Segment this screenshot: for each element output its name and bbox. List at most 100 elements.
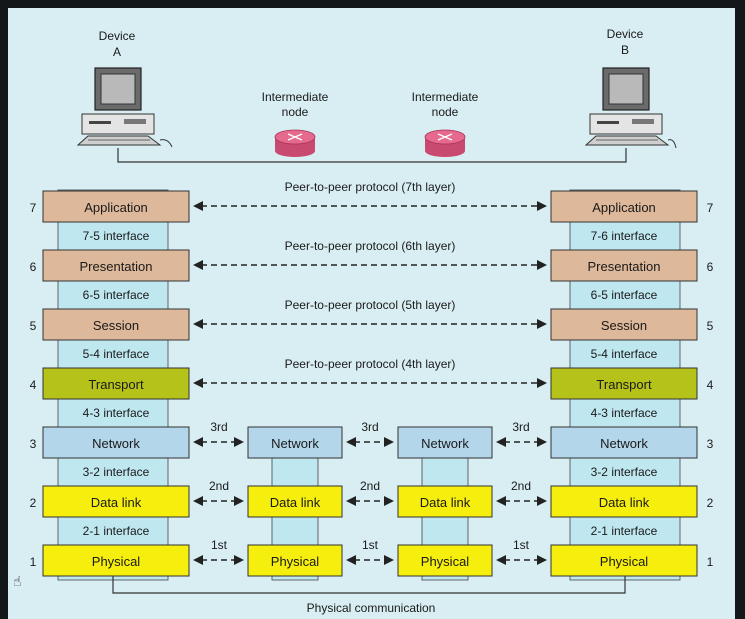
layer-label-datalink-b: Data link: [599, 495, 650, 510]
layer-label-network-node2: Network: [421, 436, 469, 451]
layer-number-4-right: 4: [707, 378, 714, 392]
interface-label-5-b: 5-4 interface: [591, 347, 658, 361]
device-a-stack: Application 7-5 interface Presentation 6…: [42, 190, 190, 577]
hop-arrow-datalink-1: [193, 496, 244, 506]
intermediate-node-1-line1: Intermediate: [262, 90, 329, 104]
intermediate-node-1-line2: node: [282, 105, 309, 119]
layer-numbers-left: 7 6 5 4 3 2 1: [30, 201, 37, 569]
hop-arrow-physical-2: [346, 555, 394, 565]
layer-label-physical-a: Physical: [92, 554, 141, 569]
hop-arrow-physical-3: [496, 555, 547, 565]
layer-box-datalink-node2: [397, 485, 493, 518]
layer-box-network-node2: [397, 426, 493, 459]
hop-label-network-2: 3rd: [361, 420, 378, 434]
layer-box-application-b: [550, 190, 698, 223]
layer-label-application-a: Application: [84, 200, 148, 215]
hop-label-network-3: 3rd: [512, 420, 529, 434]
layer-number-5-right: 5: [707, 319, 714, 333]
interface-label-2-a: 2-1 interface: [83, 524, 150, 538]
peer-protocol-arrow-5: [193, 319, 547, 329]
hop-arrow-network-2: [346, 437, 394, 447]
interface-label-7-a: 7-5 interface: [83, 229, 150, 243]
peer-protocol-arrow-4: [193, 378, 547, 388]
layer-box-transport-a: [42, 367, 190, 400]
layer-label-datalink-a: Data link: [91, 495, 142, 510]
peer-protocol-arrow-6: [193, 260, 547, 270]
peer-protocol-label-6: Peer-to-peer protocol (6th layer): [285, 239, 456, 253]
layer-box-session-b: [550, 308, 698, 341]
hop-label-datalink-1: 2nd: [209, 479, 229, 493]
device-b-computer-icon: [584, 67, 677, 149]
layer-number-3-left: 3: [30, 437, 37, 451]
hop-arrow-physical-1: [193, 555, 244, 565]
layer-label-presentation-a: Presentation: [80, 259, 153, 274]
layer-label-network-b: Network: [600, 436, 648, 451]
layer-box-physical-a: [42, 544, 190, 577]
interface-label-4-b: 4-3 interface: [591, 406, 658, 420]
layer-label-datalink-node2: Data link: [420, 495, 471, 510]
layer-box-transport-b: [550, 367, 698, 400]
hop-label-physical-1: 1st: [211, 538, 228, 552]
layer-label-physical-node2: Physical: [421, 554, 470, 569]
interface-label-7-b: 7-6 interface: [591, 229, 658, 243]
device-b-id: B: [621, 43, 629, 57]
device-b-stack: Application 7-6 interface Presentation 6…: [550, 190, 698, 577]
layer-box-physical-node1: [247, 544, 343, 577]
layer-label-presentation-b: Presentation: [588, 259, 661, 274]
layer-box-presentation-a: [42, 249, 190, 282]
router-icon-2: [424, 129, 466, 157]
interface-label-5-a: 5-4 interface: [83, 347, 150, 361]
hop-label-datalink-2: 2nd: [360, 479, 380, 493]
layer-label-physical-b: Physical: [600, 554, 649, 569]
layer-number-4-left: 4: [30, 378, 37, 392]
layer-number-6-left: 6: [30, 260, 37, 274]
peer-protocol-label-7: Peer-to-peer protocol (7th layer): [285, 180, 456, 194]
interface-label-4-a: 4-3 interface: [83, 406, 150, 420]
node-1-stack: Network Data link Physical: [247, 426, 343, 577]
device-a-id: A: [113, 45, 121, 59]
layer-box-presentation-b: [550, 249, 698, 282]
hop-arrow-datalink-3: [496, 496, 547, 506]
device-a-title: Device: [99, 29, 136, 43]
intermediate-node-2-line1: Intermediate: [412, 90, 479, 104]
layer-box-session-a: [42, 308, 190, 341]
hop-label-physical-2: 1st: [362, 538, 379, 552]
layer-box-datalink-a: [42, 485, 190, 518]
layer-numbers-right: 7 6 5 4 3 2 1: [707, 201, 714, 569]
hop-arrow-network-3: [496, 437, 547, 447]
interface-label-6-a: 6-5 interface: [83, 288, 150, 302]
layer-label-datalink-node1: Data link: [270, 495, 321, 510]
peer-protocol-label-5: Peer-to-peer protocol (5th layer): [285, 298, 456, 312]
layer-number-3-right: 3: [707, 437, 714, 451]
layer-number-2-left: 2: [30, 496, 37, 510]
node-2-stack: Network Data link Physical: [397, 426, 493, 577]
layer-number-7-left: 7: [30, 201, 37, 215]
layer-label-network-a: Network: [92, 436, 140, 451]
layer-label-transport-b: Transport: [596, 377, 652, 392]
layer-box-network-node1: [247, 426, 343, 459]
layer-label-transport-a: Transport: [88, 377, 144, 392]
layer-label-physical-node1: Physical: [271, 554, 320, 569]
physical-communication-line: [112, 575, 626, 594]
layer-box-network-a: [42, 426, 190, 459]
peer-protocol-label-4: Peer-to-peer protocol (4th layer): [285, 357, 456, 371]
layer-box-application-a: [42, 190, 190, 223]
layer-box-datalink-node1: [247, 485, 343, 518]
peer-arrows: [193, 201, 547, 565]
peer-protocol-arrow-7: [193, 201, 547, 211]
physical-communication-label: Physical communication: [307, 601, 436, 615]
device-b-title: Device: [607, 27, 644, 41]
interface-label-3-a: 3-2 interface: [83, 465, 150, 479]
layer-number-2-right: 2: [707, 496, 714, 510]
layer-label-session-b: Session: [601, 318, 647, 333]
network-link: [117, 148, 627, 163]
interface-label-3-b: 3-2 interface: [591, 465, 658, 479]
device-a-computer-icon: [76, 67, 173, 148]
hop-label-network-1: 3rd: [210, 420, 227, 434]
layer-box-network-b: [550, 426, 698, 459]
intermediate-node-2-line2: node: [432, 105, 459, 119]
layer-number-1-right: 1: [707, 555, 714, 569]
hop-label-physical-3: 1st: [513, 538, 530, 552]
layer-box-physical-b: [550, 544, 698, 577]
